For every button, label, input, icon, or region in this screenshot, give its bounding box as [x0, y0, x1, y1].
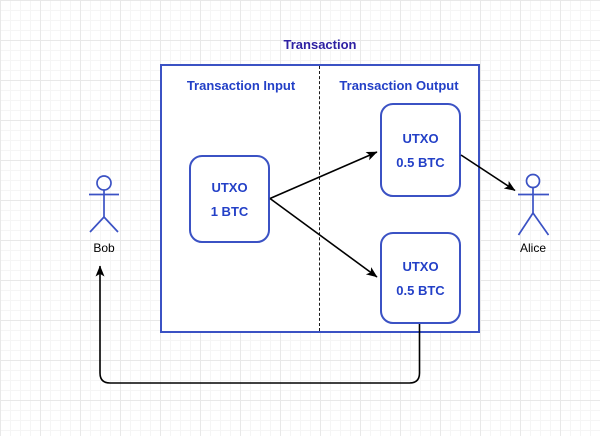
alice-head-icon — [525, 173, 541, 189]
diagram-title: Transaction — [283, 37, 357, 52]
actor-figure-alice — [517, 173, 550, 236]
actor-label-alice: Alice — [519, 241, 546, 255]
output-utxo-bottom-amount: 0.5 BTC — [396, 282, 445, 298]
output-utxo-top-amount: 0.5 BTC — [396, 154, 445, 170]
input-output-divider — [319, 66, 320, 331]
bob-head-icon — [96, 175, 112, 191]
output-utxo-bottom-title: UTXO — [402, 258, 439, 274]
transaction-output-label: Transaction Output — [339, 78, 459, 93]
actor-figure-bob — [89, 175, 119, 233]
output-utxo-bottom-node: UTXO 0.5 BTC — [380, 232, 461, 324]
transaction-input-label: Transaction Input — [186, 78, 296, 93]
actor-label-bob: Bob — [93, 241, 115, 255]
input-utxo-node: UTXO 1 BTC — [189, 155, 270, 243]
output-utxo-top-node: UTXO 0.5 BTC — [380, 103, 461, 197]
output-utxo-top-title: UTXO — [402, 130, 439, 146]
alice-legs — [517, 212, 550, 236]
bob-legs — [89, 216, 119, 233]
input-utxo-amount: 1 BTC — [210, 203, 249, 219]
input-utxo-title: UTXO — [211, 179, 248, 195]
